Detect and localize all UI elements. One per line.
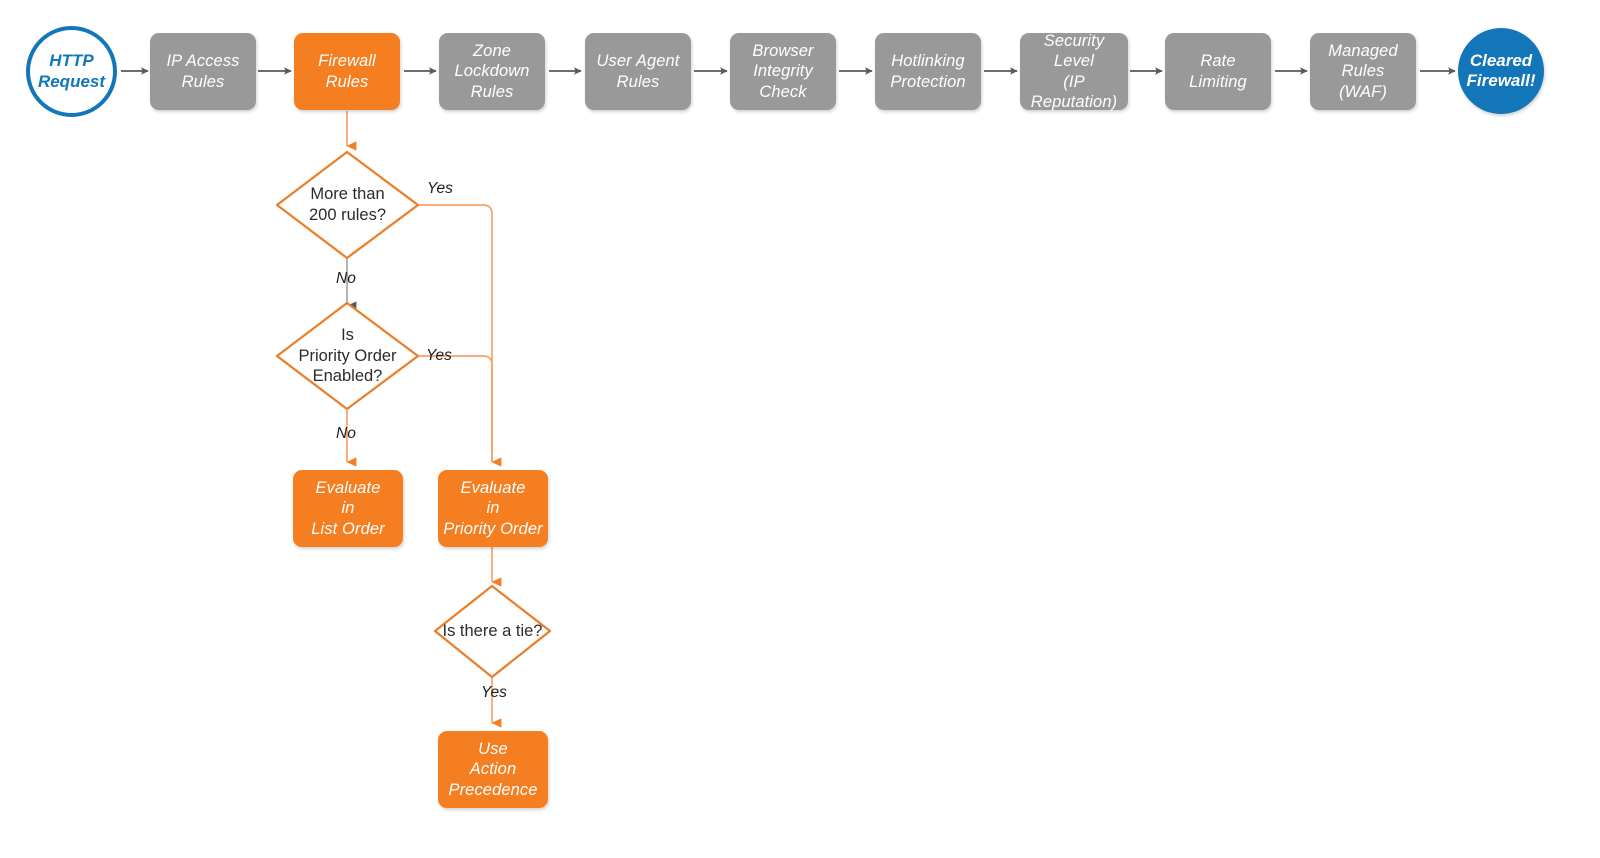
edge-label-yes-tie: Yes — [481, 684, 507, 702]
edge-label-no-priority-order: No — [336, 425, 356, 443]
edge-label-yes-tie-text: Yes — [481, 684, 507, 701]
decision-priority-order-enabled-shape — [275, 301, 420, 411]
edge-label-yes-200-rules-text: Yes — [427, 180, 453, 197]
decision-more-than-200-rules-shape — [275, 150, 420, 260]
edge-yes-200-rules-path — [418, 204, 502, 467]
edge-label-no-priority-order-text: No — [336, 425, 356, 442]
decision-is-there-a-tie-shape — [433, 584, 552, 679]
decision-is-there-a-tie[interactable]: Is there a tie? — [425, 612, 560, 650]
edge-label-no-200-rules: No — [336, 270, 356, 288]
edge-yes-priority-order-path — [418, 355, 493, 462]
edge-label-yes-200-rules: Yes — [427, 180, 453, 198]
edge-label-no-200-rules-text: No — [336, 270, 356, 287]
edge-label-yes-priority-order-text: Yes — [426, 347, 452, 364]
decision-is-there-a-tie-label: Is there a tie? — [442, 621, 543, 640]
edge-label-yes-priority-order: Yes — [426, 347, 452, 365]
